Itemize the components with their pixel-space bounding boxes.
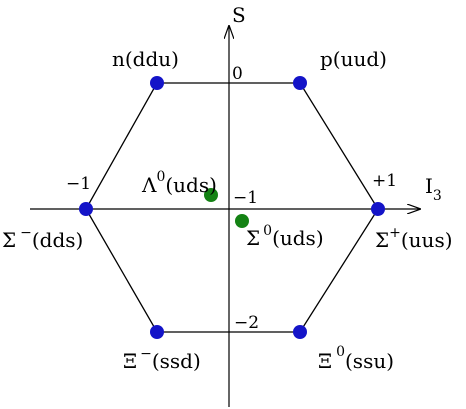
proton-dot bbox=[293, 76, 307, 90]
sigma-zero-dot bbox=[235, 214, 249, 228]
sigma-minus-dot bbox=[79, 202, 93, 216]
xi-minus-label: Ξ−(ssd) bbox=[123, 346, 201, 373]
sigma-plus-label: Σ+(uus) bbox=[375, 225, 453, 252]
sigma-minus-label: Σ−(dds) bbox=[2, 225, 83, 252]
xi-zero-dot bbox=[293, 325, 307, 339]
s-axis-label: S bbox=[232, 3, 246, 27]
i3-axis-label: I3 bbox=[425, 174, 442, 204]
s-tick-minus-two: −2 bbox=[234, 313, 259, 333]
s-tick-minus-one: −1 bbox=[233, 188, 258, 208]
proton-label: p(uud) bbox=[320, 47, 387, 71]
s-tick-zero: 0 bbox=[232, 64, 243, 84]
lambda-zero-label: Λ0(uds) bbox=[141, 169, 217, 197]
sigma-plus-dot bbox=[371, 202, 385, 216]
neutron-dot bbox=[150, 76, 164, 90]
lambda-zero-dot bbox=[204, 188, 218, 202]
octet-hexagon bbox=[85, 82, 379, 333]
neutron-label: n(ddu) bbox=[112, 47, 179, 71]
xi-minus-dot bbox=[150, 325, 164, 339]
i3-tick-plus-one: +1 bbox=[372, 171, 397, 191]
i3-tick-minus-one: −1 bbox=[66, 174, 91, 194]
